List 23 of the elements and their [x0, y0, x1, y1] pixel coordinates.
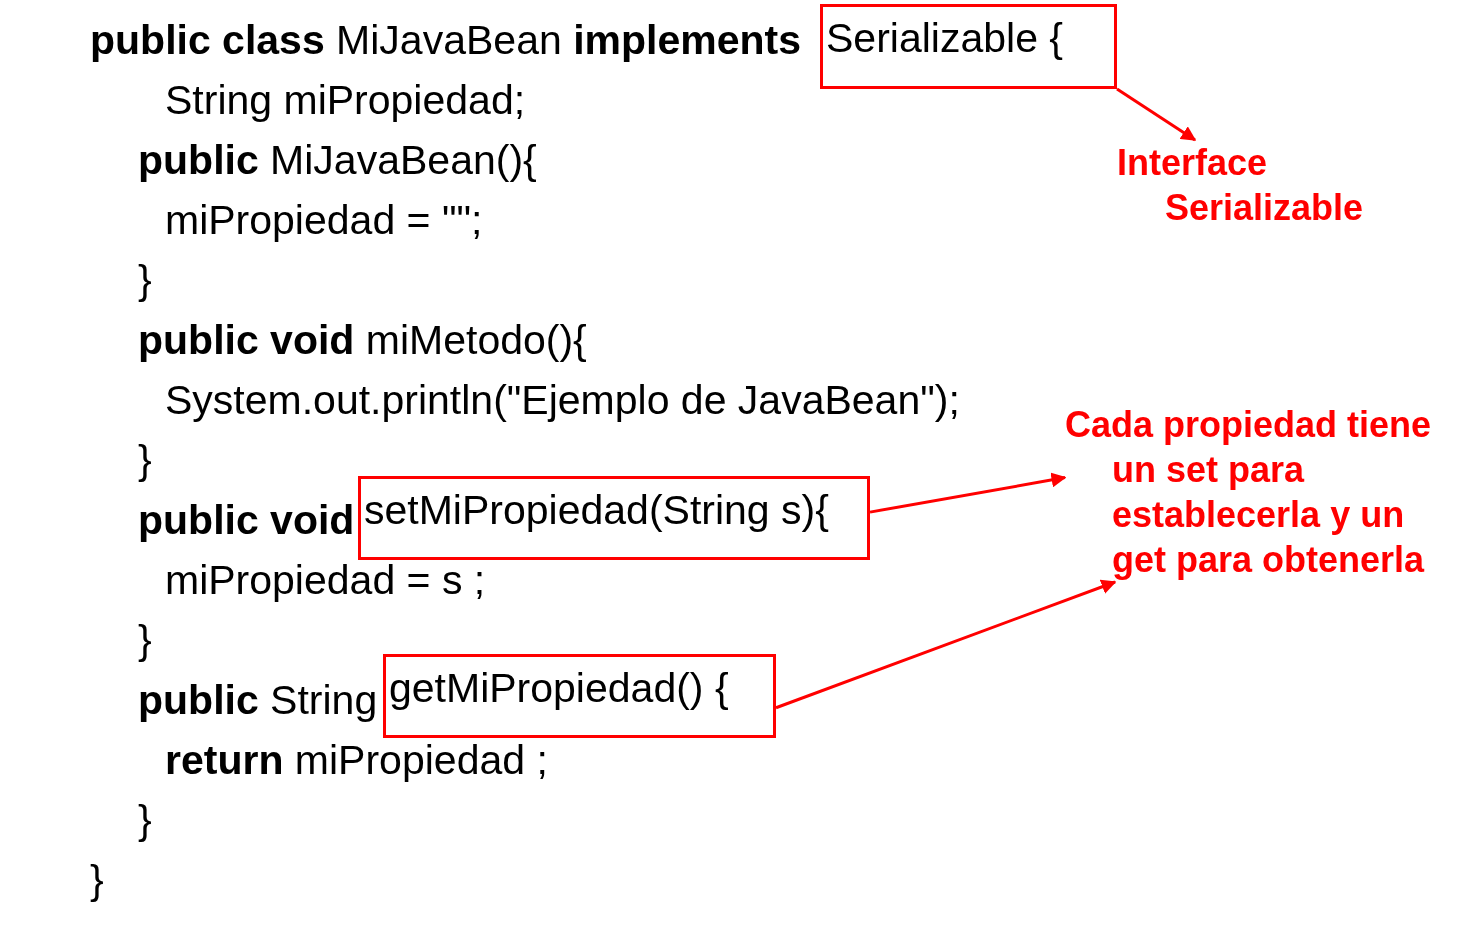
annotation-text: Interface Serializable [1117, 140, 1377, 230]
code-line: public void miMetodo(){ [138, 317, 587, 363]
code-line: public class MiJavaBean implements [90, 17, 801, 63]
arrow [869, 472, 1067, 514]
annotation-text: Cada propiedad tiene un set para establecerla y un get para obtenerla [1065, 402, 1450, 582]
code-line: } [90, 857, 104, 903]
code-line: System.out.println("Ejemplo de JavaBean"); [165, 377, 960, 423]
highlight-box: Serializable { [820, 4, 1117, 89]
code-line: public void [138, 497, 355, 543]
code-line: public MiJavaBean(){ [138, 137, 537, 183]
highlight-box: getMiPropiedad() { [383, 654, 776, 738]
code-line: } [138, 437, 152, 483]
code-line: String miPropiedad; [165, 77, 526, 123]
code-line: } [138, 257, 152, 303]
code-line: } [138, 797, 152, 843]
highlight-box: setMiPropiedad(String s){ [358, 476, 870, 560]
arrow [775, 579, 1117, 710]
code-line: } [138, 617, 152, 663]
code-line: miPropiedad = s ; [165, 557, 486, 603]
code-line: return miPropiedad ; [165, 737, 548, 783]
code-line: public String [138, 677, 378, 723]
code-line: miPropiedad = ""; [165, 197, 483, 243]
arrow [1116, 87, 1197, 142]
